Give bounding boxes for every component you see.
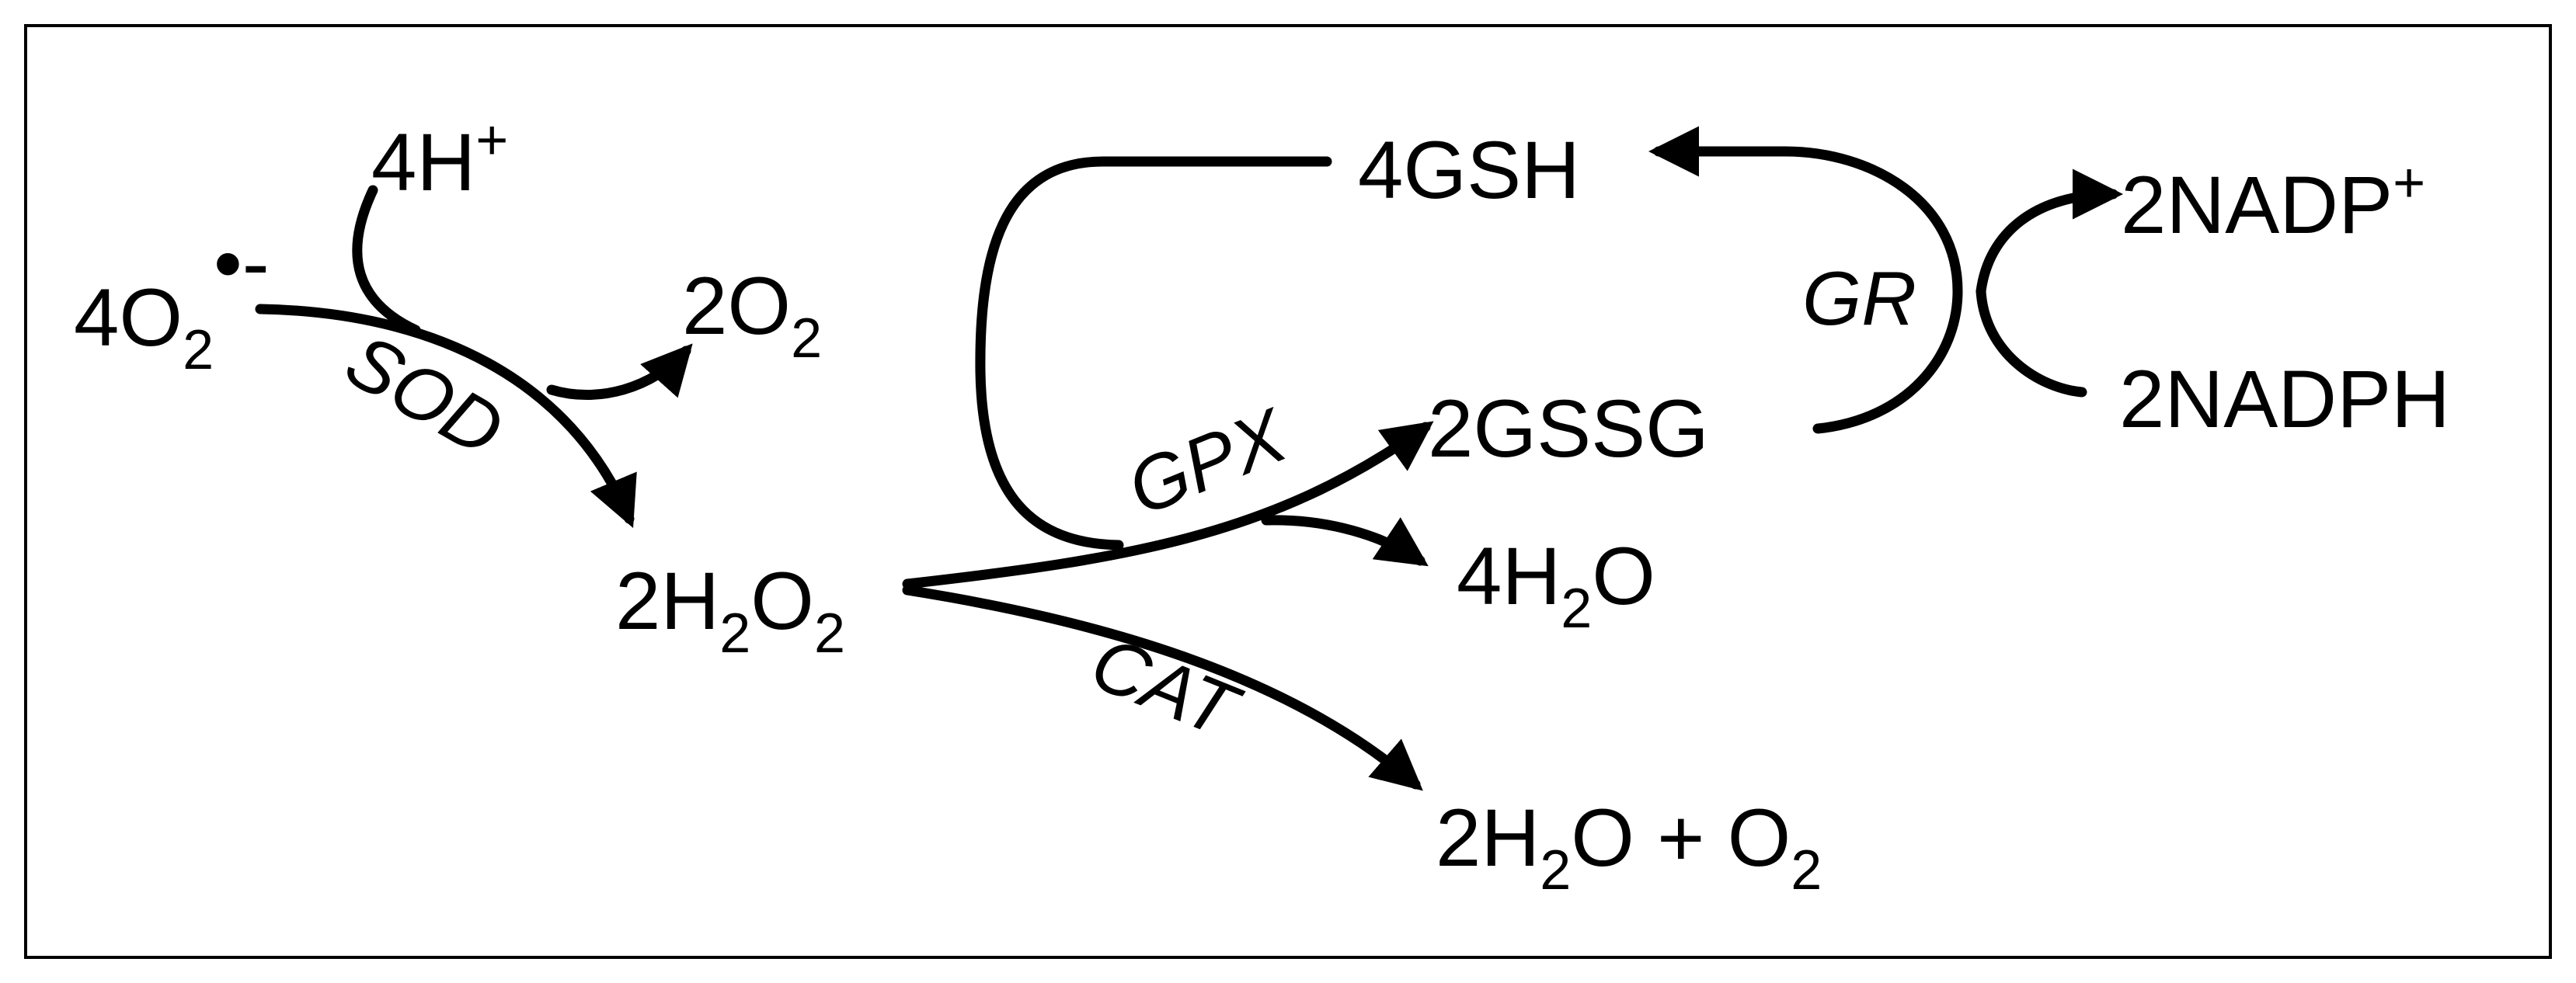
superoxide-label: 4O2: [74, 273, 214, 381]
proton-input-curve: [352, 185, 421, 335]
superoxide-charge: •-: [214, 218, 270, 309]
oxygen-label: 2O2: [682, 261, 822, 370]
oxygen-output-arrow: [546, 343, 693, 400]
water-output-arrow: [1261, 515, 1429, 567]
oxidized-glutathione-label: 2GSSG: [1428, 384, 1709, 474]
sod-main-arrow: [255, 304, 637, 528]
nadp-output-arrow: [1976, 168, 2123, 297]
gr-enzyme-label: GR: [1802, 255, 1916, 341]
cat-enzyme-label: CAT: [1080, 619, 1252, 755]
water-gpx-label: 4H2O: [1457, 531, 1655, 640]
gpx-main-arrow: [902, 421, 1434, 589]
reduced-glutathione-label: 4GSH: [1358, 125, 1580, 216]
diagram-frame: [24, 24, 2552, 959]
cat-products-label: 2H2O + O2: [1436, 793, 1822, 901]
nadp-label: 2NADP+: [2121, 152, 2425, 251]
gsh-input-loop: [975, 156, 1332, 551]
nadph-label: 2NADPH: [2119, 354, 2450, 445]
gr-main-arrow: [1648, 126, 1963, 434]
cat-main-arrow: [902, 585, 1423, 791]
peroxide-label: 2H2O2: [615, 556, 845, 665]
nadph-input-curve: [1976, 286, 2087, 398]
protons-label: 4H+: [371, 109, 508, 208]
